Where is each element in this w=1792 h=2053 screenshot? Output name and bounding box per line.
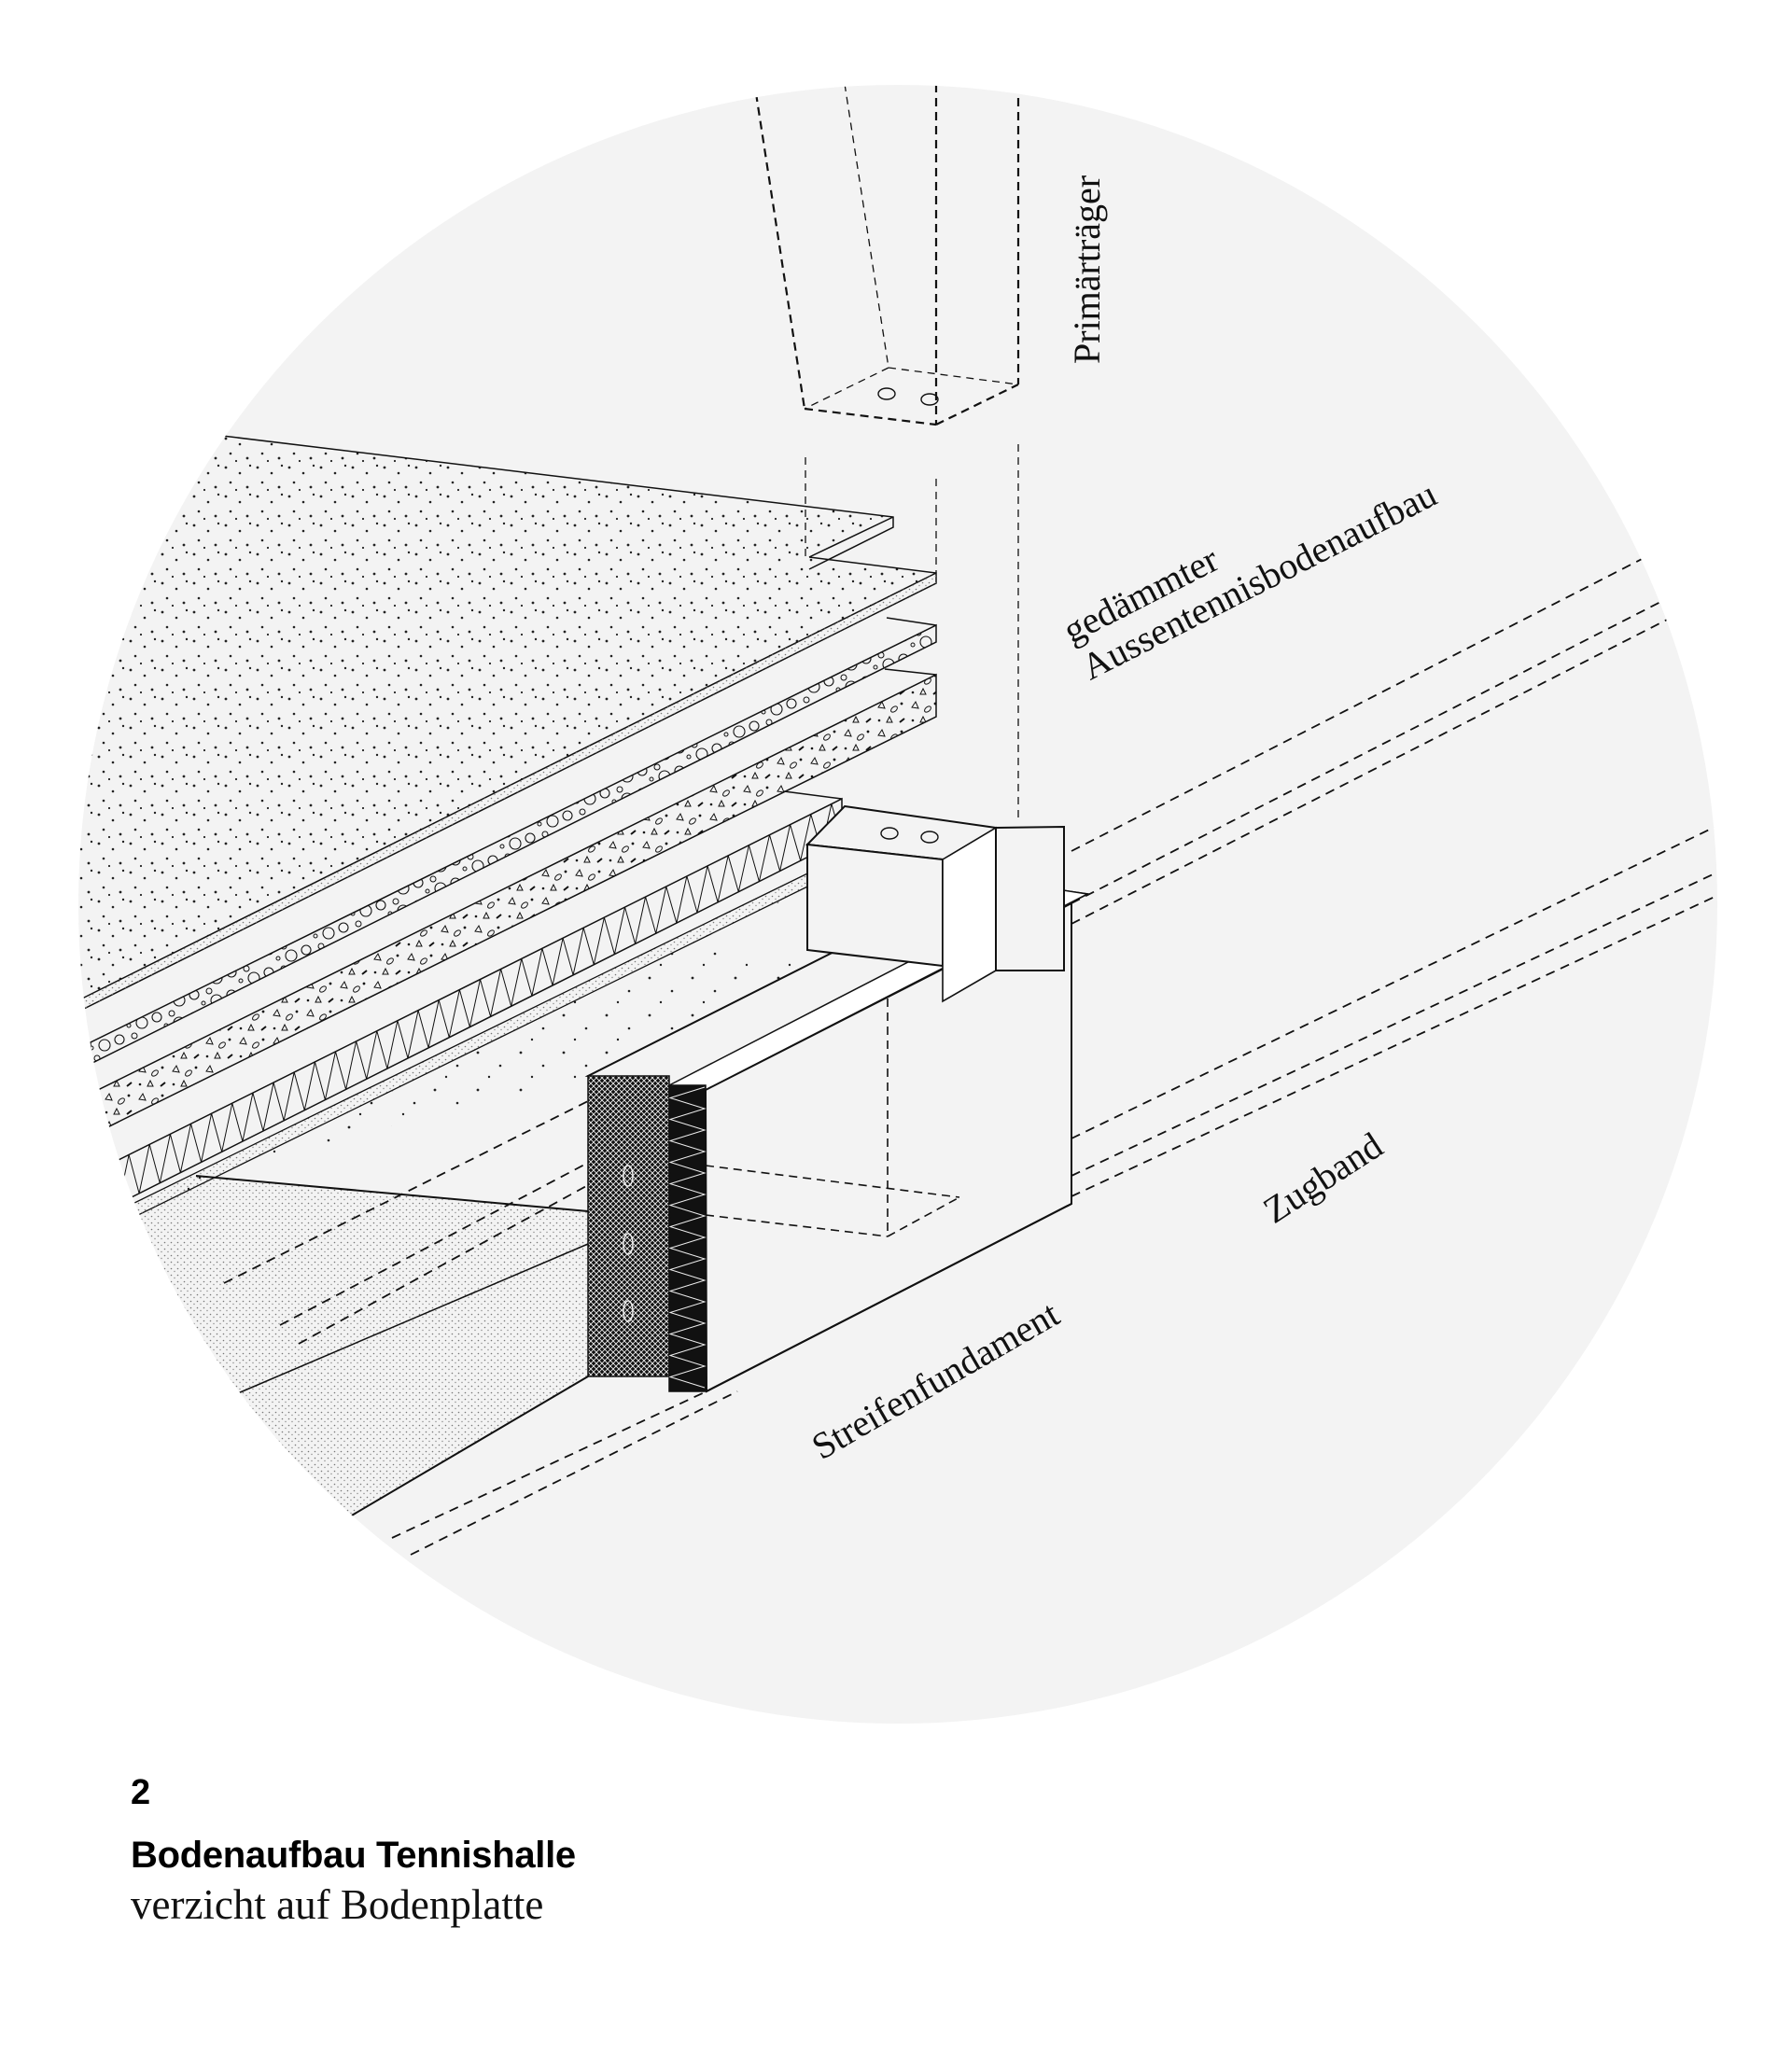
label-primary-beam: Primärträger (1066, 175, 1108, 364)
figure-number: 2 (131, 1773, 151, 1812)
subgrade-upper (133, 870, 1085, 1255)
tie-beam-lines (223, 555, 1717, 1556)
bolt-hole (877, 387, 896, 400)
layer-court-surface (78, 435, 937, 1011)
figure-subtitle: verzicht auf Bodenplatte (131, 1881, 544, 1928)
column-pedestal (805, 804, 1065, 1003)
figure-title: Bodenaufbau Tennishalle (131, 1835, 576, 1876)
bolt-hole (920, 393, 939, 406)
primary-beam (754, 85, 1020, 426)
exploded-axonometric-drawing: Primärträger gedämmter Aussentennisboden… (78, 85, 1717, 1724)
